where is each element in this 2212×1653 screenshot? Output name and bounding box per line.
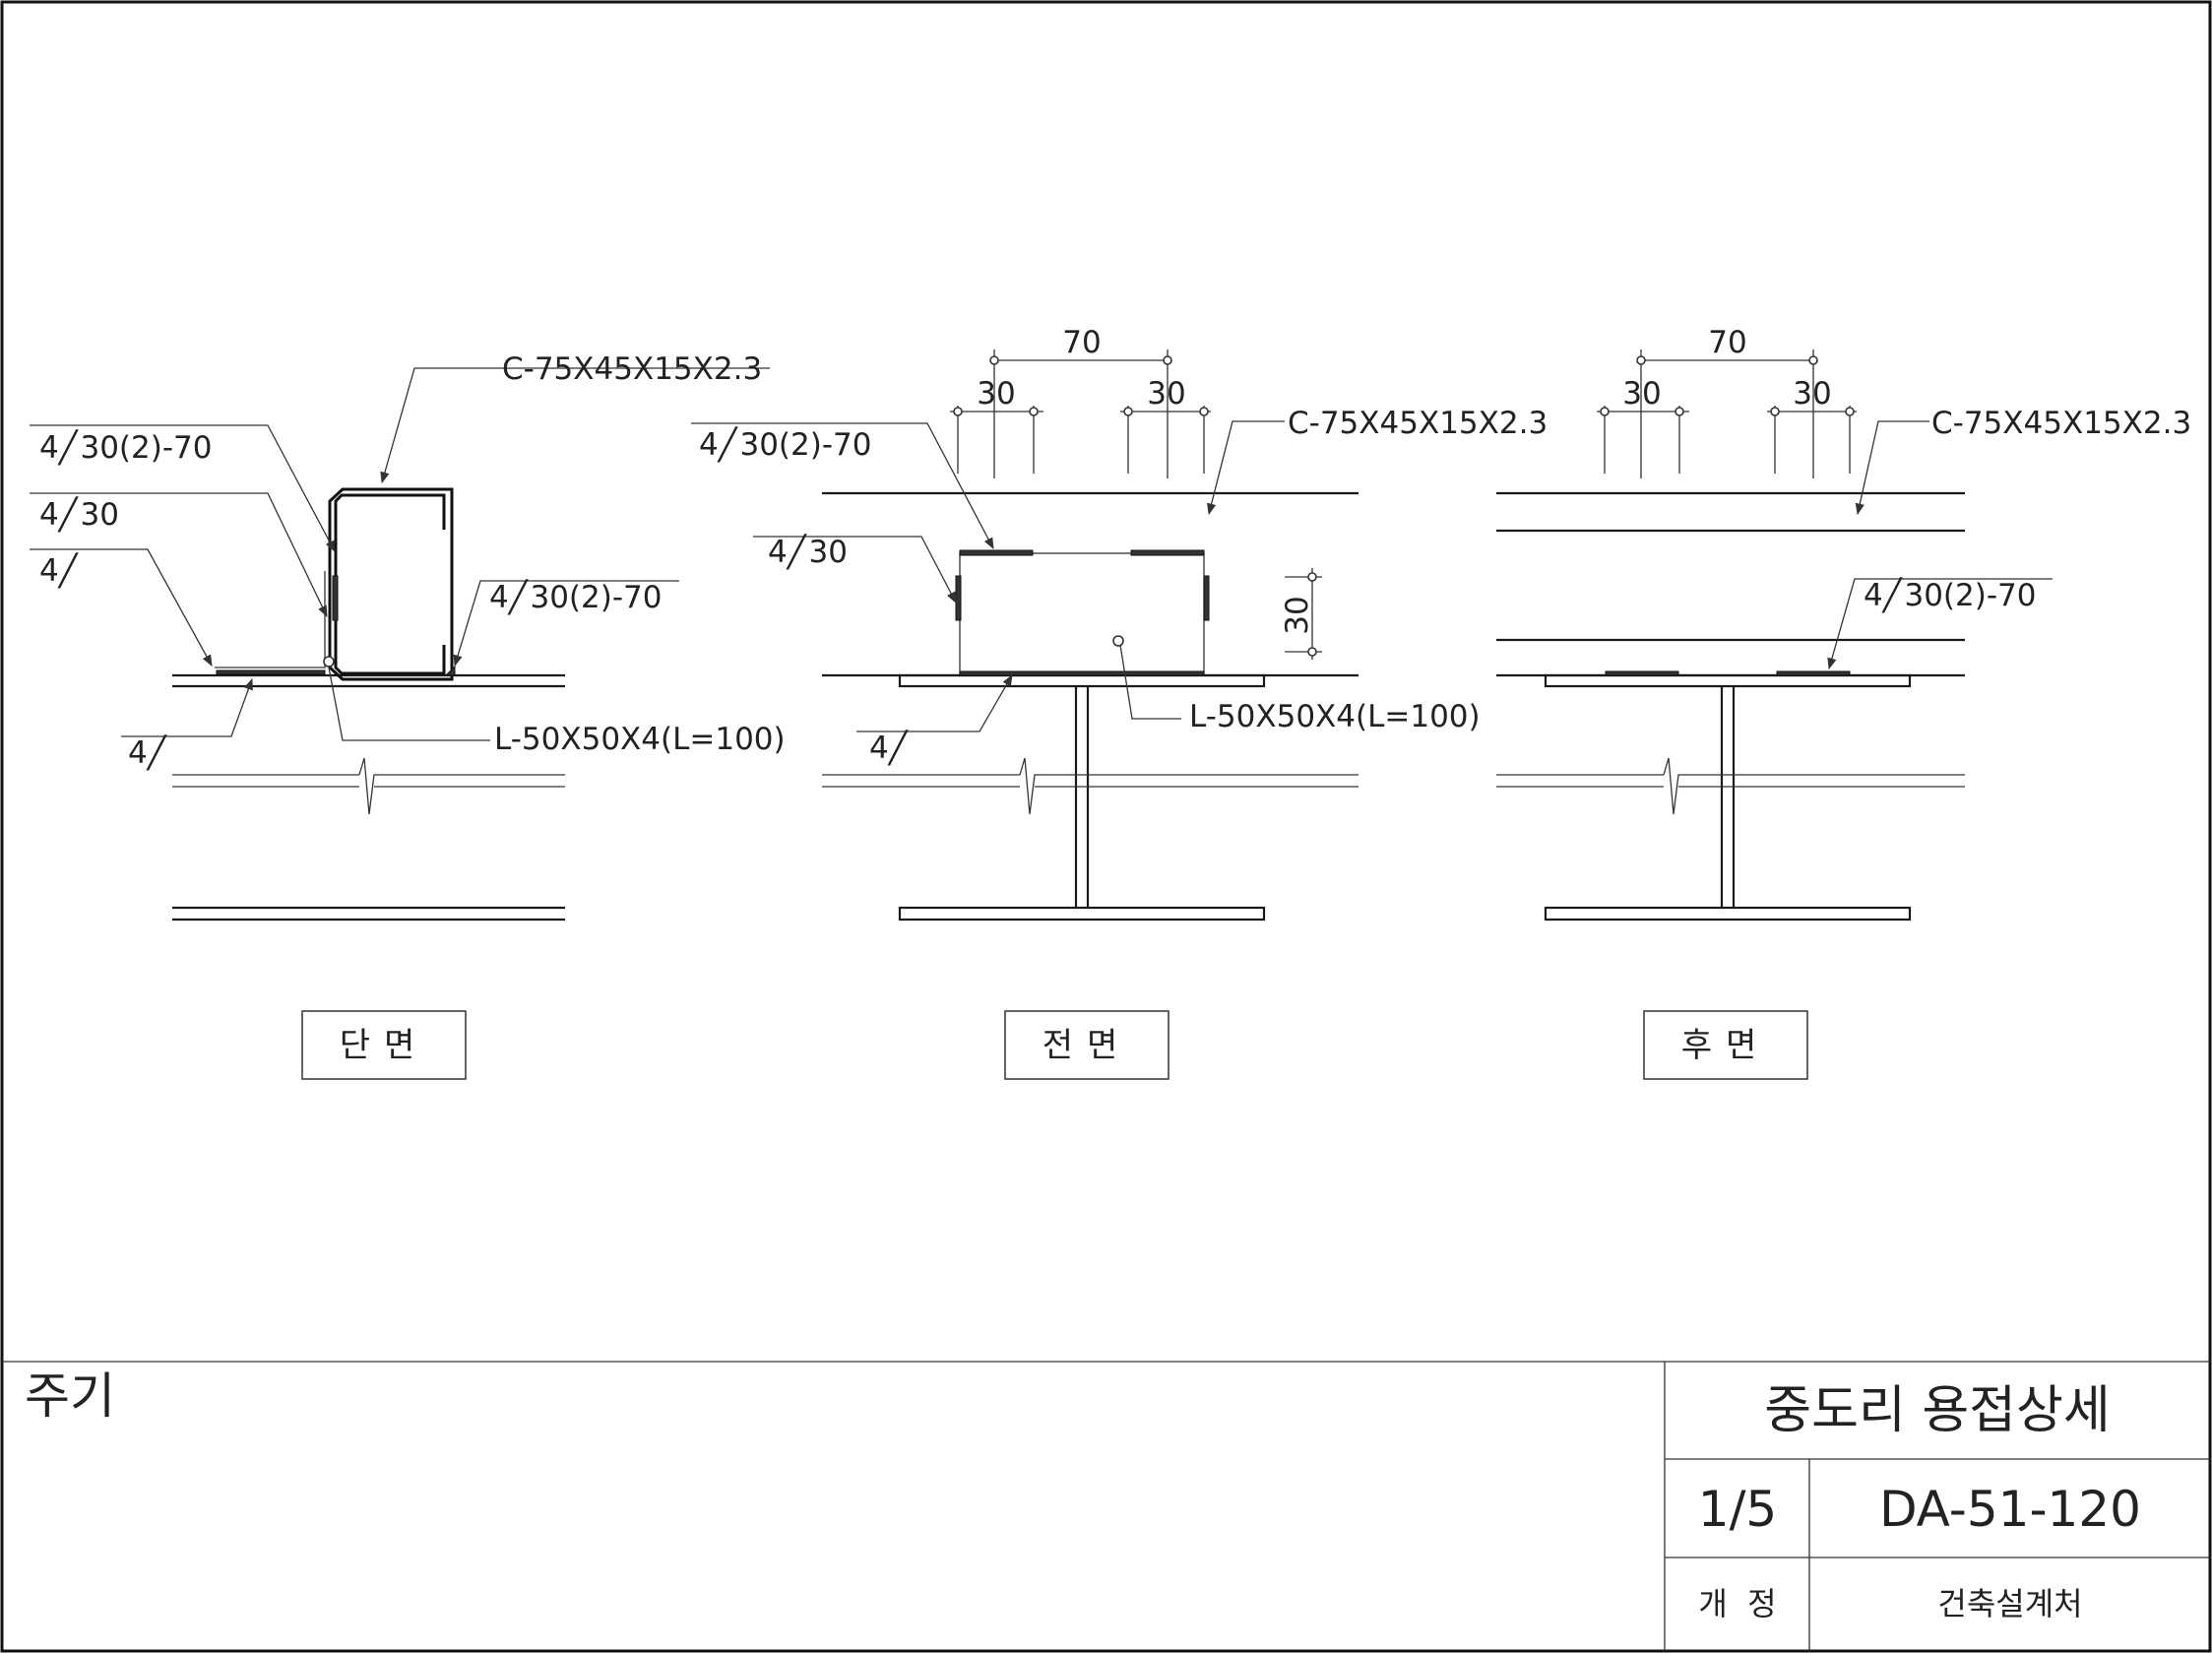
front-weld-top-label: 4╱ 30(2)-70 (699, 426, 871, 463)
section-c-label: C-75X45X15X2.3 (502, 351, 762, 387)
rear-dim-total: 70 (1708, 325, 1746, 360)
weld-mark (959, 670, 1205, 676)
rear-dim-left: 30 (1622, 376, 1661, 412)
angle-section (215, 571, 326, 668)
weld-mark (955, 575, 962, 621)
front-weld-side-label: 4╱ 30 (768, 534, 848, 570)
weld-mark (1130, 549, 1205, 556)
weld-mark (332, 575, 339, 621)
weld-mark (216, 669, 326, 675)
front-c-label: C-75X45X15X2.3 (1288, 406, 1548, 441)
weld-mark (1605, 670, 1679, 676)
drawing-title: 중도리 용접상세 (1764, 1381, 2110, 1440)
angle-front (959, 552, 1205, 674)
front-dim-vertical: 30 (1280, 596, 1315, 634)
front-view: 70 30 30 30 4╱ 30(2)-70 4╱ 30 C-75X45X15… (691, 325, 1548, 1080)
front-dim-total: 70 (1062, 325, 1101, 360)
section-weld-right-label: 4╱ 30(2)-70 (489, 579, 662, 615)
section-caption: 단면 (340, 1026, 429, 1065)
section-caption-box (301, 1010, 467, 1080)
section-view: C-75X45X15X2.3 4╱ 30(2)-70 4╱ 30 4╱ 4╱ 3… (30, 351, 786, 1080)
drawing-number: DA-51-120 (1879, 1481, 2141, 1538)
weld-mark (444, 665, 456, 676)
front-weld-bottom-label: 4╱ (869, 730, 910, 766)
rear-weld-label: 4╱ 30(2)-70 (1864, 577, 2036, 613)
section-weld-top-label: 4╱ 30(2)-70 (39, 429, 212, 466)
weld-mark (959, 549, 1034, 556)
front-angle-label: L-50X50X4(L=100) (1189, 699, 1481, 734)
rear-c-label: C-75X45X15X2.3 (1931, 406, 2191, 441)
section-weld-fillet-label: 4╱ (39, 552, 80, 589)
front-dim-left: 30 (977, 376, 1015, 412)
rear-caption-box (1643, 1010, 1808, 1080)
c-channel-section (328, 487, 454, 681)
section-weld-bottom-label: 4╱ (128, 734, 168, 771)
section-angle-label: L-50X50X4(L=100) (494, 722, 786, 757)
sheet-number: 1/5 (1698, 1481, 1777, 1538)
title-block: 주기 중도리 용접상세 1/5 DA-51-120 개 정 건축설계처 (2, 1361, 2210, 1651)
notes-label: 주기 (25, 1367, 115, 1425)
section-weld-mid-label: 4╱ 30 (39, 496, 119, 533)
rear-caption: 후면 (1681, 1026, 1771, 1065)
rear-dim-right: 30 (1793, 376, 1831, 412)
office-name: 건축설계처 (1937, 1585, 2082, 1622)
front-dim-right: 30 (1147, 376, 1185, 412)
weld-mark (1776, 670, 1851, 676)
front-caption-box (1004, 1010, 1169, 1080)
revision-label: 개 정 (1698, 1585, 1776, 1622)
front-caption: 전면 (1043, 1026, 1132, 1065)
rear-view: 70 30 30 C-75X45X15X2.3 4╱ 30(2)-70 후면 (1496, 325, 2191, 1080)
weld-mark (1203, 575, 1210, 621)
